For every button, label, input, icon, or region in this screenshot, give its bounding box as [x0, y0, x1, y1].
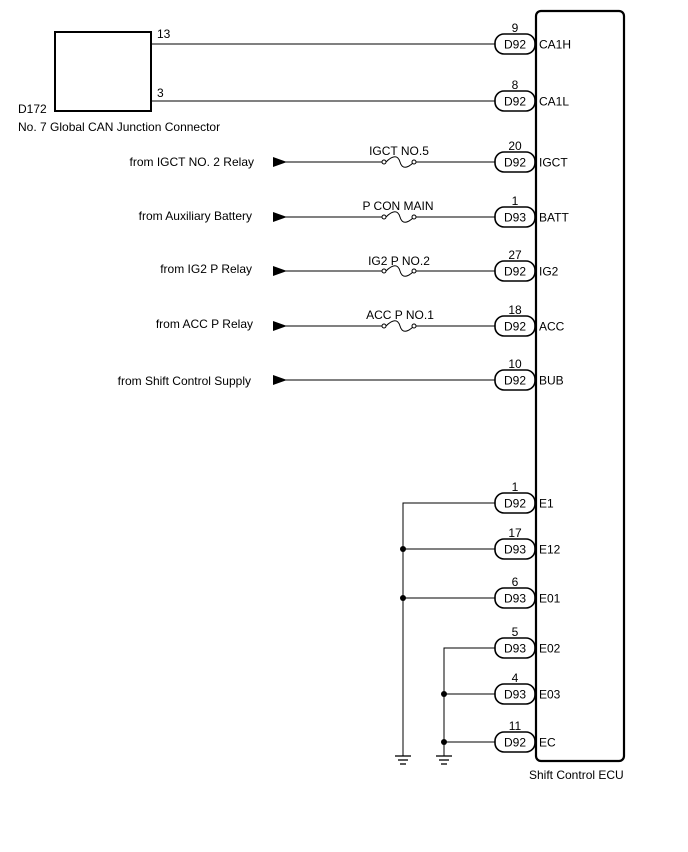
connector-code: D92 — [504, 320, 526, 334]
junction-dot — [441, 691, 447, 697]
ecu-pin-ca1l: D92 8 CA1L — [494, 78, 569, 112]
terminal-name: CA1H — [539, 38, 571, 52]
terminal-name: IGCT — [539, 156, 568, 170]
connector-code: D92 — [504, 736, 526, 750]
terminal-name: E03 — [539, 688, 561, 702]
source-label: from IG2 P Relay — [160, 262, 252, 276]
ecu-pin-ec: D92 11 EC — [494, 719, 556, 753]
ecu-pin-ca1h: D92 9 CA1H — [494, 21, 571, 55]
ecu-pin-e03: D93 4 E03 — [494, 671, 561, 705]
connector-code: D93 — [504, 211, 526, 225]
pin-number: 9 — [512, 21, 519, 35]
ecu-pin-bub: D92 10 BUB — [494, 357, 564, 391]
connector-oval — [494, 731, 536, 753]
ecu-pin-batt: D93 1 BATT — [494, 194, 569, 228]
connector-code: D92 — [504, 95, 526, 109]
ecu-pin-ig2: D92 27 IG2 — [494, 248, 559, 282]
junction-dot — [400, 546, 406, 552]
ground-bus-2 — [443, 647, 495, 756]
ecu-pin-e12: D93 17 E12 — [494, 526, 561, 560]
junction-pin-3: 3 — [157, 86, 164, 100]
pin-number: 5 — [512, 625, 519, 639]
connector-code: D93 — [504, 543, 526, 557]
terminal-name: BUB — [539, 374, 564, 388]
ground-icon — [436, 755, 452, 765]
fuse-icon — [385, 156, 415, 168]
source-ig2: from IG2 P Relay IG2 P NO.2 — [160, 254, 495, 277]
terminal-name: E12 — [539, 543, 561, 557]
connector-oval — [494, 90, 536, 112]
terminal-name: BATT — [539, 211, 569, 225]
fuse-icon — [385, 211, 415, 223]
terminal-name: E1 — [539, 497, 554, 511]
connector-oval — [494, 492, 536, 514]
fuse-label: P CON MAIN — [362, 199, 433, 213]
source-label: from Shift Control Supply — [118, 374, 251, 388]
pin-number: 8 — [512, 78, 519, 92]
source-igct: from IGCT NO. 2 Relay IGCT NO.5 — [130, 144, 495, 169]
ecu-pin-e1: D92 1 E1 — [494, 480, 554, 514]
pin-number: 27 — [508, 248, 522, 262]
connector-code: D93 — [504, 688, 526, 702]
connector-oval — [494, 538, 536, 560]
fuse-label: IGCT NO.5 — [369, 144, 429, 158]
connector-oval — [494, 683, 536, 705]
pin-number: 10 — [508, 357, 522, 371]
source-bub: from Shift Control Supply — [118, 374, 495, 388]
terminal-name: CA1L — [539, 95, 569, 109]
connector-code: D92 — [504, 265, 526, 279]
ecu-pin-e02: D93 5 E02 — [494, 625, 561, 659]
junction-pin-13: 13 — [157, 27, 171, 41]
connector-oval — [494, 33, 536, 55]
terminal-name: E01 — [539, 592, 561, 606]
junction-code: D172 — [18, 102, 47, 116]
junction-name: No. 7 Global CAN Junction Connector — [18, 120, 220, 134]
ecu-pin-igct: D92 20 IGCT — [494, 139, 568, 173]
connector-oval — [494, 206, 536, 228]
pin-number: 17 — [508, 526, 522, 540]
pin-number: 6 — [512, 575, 519, 589]
fuse-icon — [385, 265, 415, 277]
fuse-icon — [385, 320, 415, 332]
connector-oval — [494, 587, 536, 609]
pin-number: 11 — [509, 719, 522, 733]
connector-code: D92 — [504, 374, 526, 388]
terminal-name: E02 — [539, 642, 561, 656]
connector-oval — [494, 369, 536, 391]
terminal-name: ACC — [539, 320, 565, 334]
source-label: from Auxiliary Battery — [139, 209, 252, 223]
junction-connector-box — [54, 31, 152, 112]
ecu-name: Shift Control ECU — [529, 768, 624, 782]
source-label: from ACC P Relay — [156, 317, 253, 331]
connector-code: D93 — [504, 642, 526, 656]
source-batt: from Auxiliary Battery P CON MAIN — [139, 199, 495, 223]
ecu-box — [534, 9, 626, 763]
ecu-pin-acc: D92 18 ACC — [494, 303, 565, 337]
connector-oval — [494, 637, 536, 659]
ground-icon — [395, 755, 411, 765]
ecu-pin-e01: D93 6 E01 — [494, 575, 561, 609]
connector-code: D92 — [504, 38, 526, 52]
source-label: from IGCT NO. 2 Relay — [130, 155, 254, 169]
connector-oval — [494, 260, 536, 282]
source-acc: from ACC P Relay ACC P NO.1 — [156, 308, 495, 332]
fuse-label: IG2 P NO.2 — [368, 254, 430, 268]
pin-number: 1 — [512, 194, 519, 208]
fuse-label: ACC P NO.1 — [366, 308, 434, 322]
pin-number: 1 — [512, 480, 519, 494]
ground-bus-1 — [402, 502, 495, 756]
connector-oval — [494, 151, 536, 173]
terminal-name: IG2 — [539, 265, 559, 279]
pin-number: 4 — [512, 671, 519, 685]
connector-code: D92 — [504, 156, 526, 170]
terminal-name: EC — [539, 736, 556, 750]
pin-number: 18 — [508, 303, 522, 317]
pin-number: 20 — [508, 139, 522, 153]
junction-dot — [441, 739, 447, 745]
connector-code: D92 — [504, 497, 526, 511]
junction-dot — [400, 595, 406, 601]
connector-code: D93 — [504, 592, 526, 606]
connector-oval — [494, 315, 536, 337]
